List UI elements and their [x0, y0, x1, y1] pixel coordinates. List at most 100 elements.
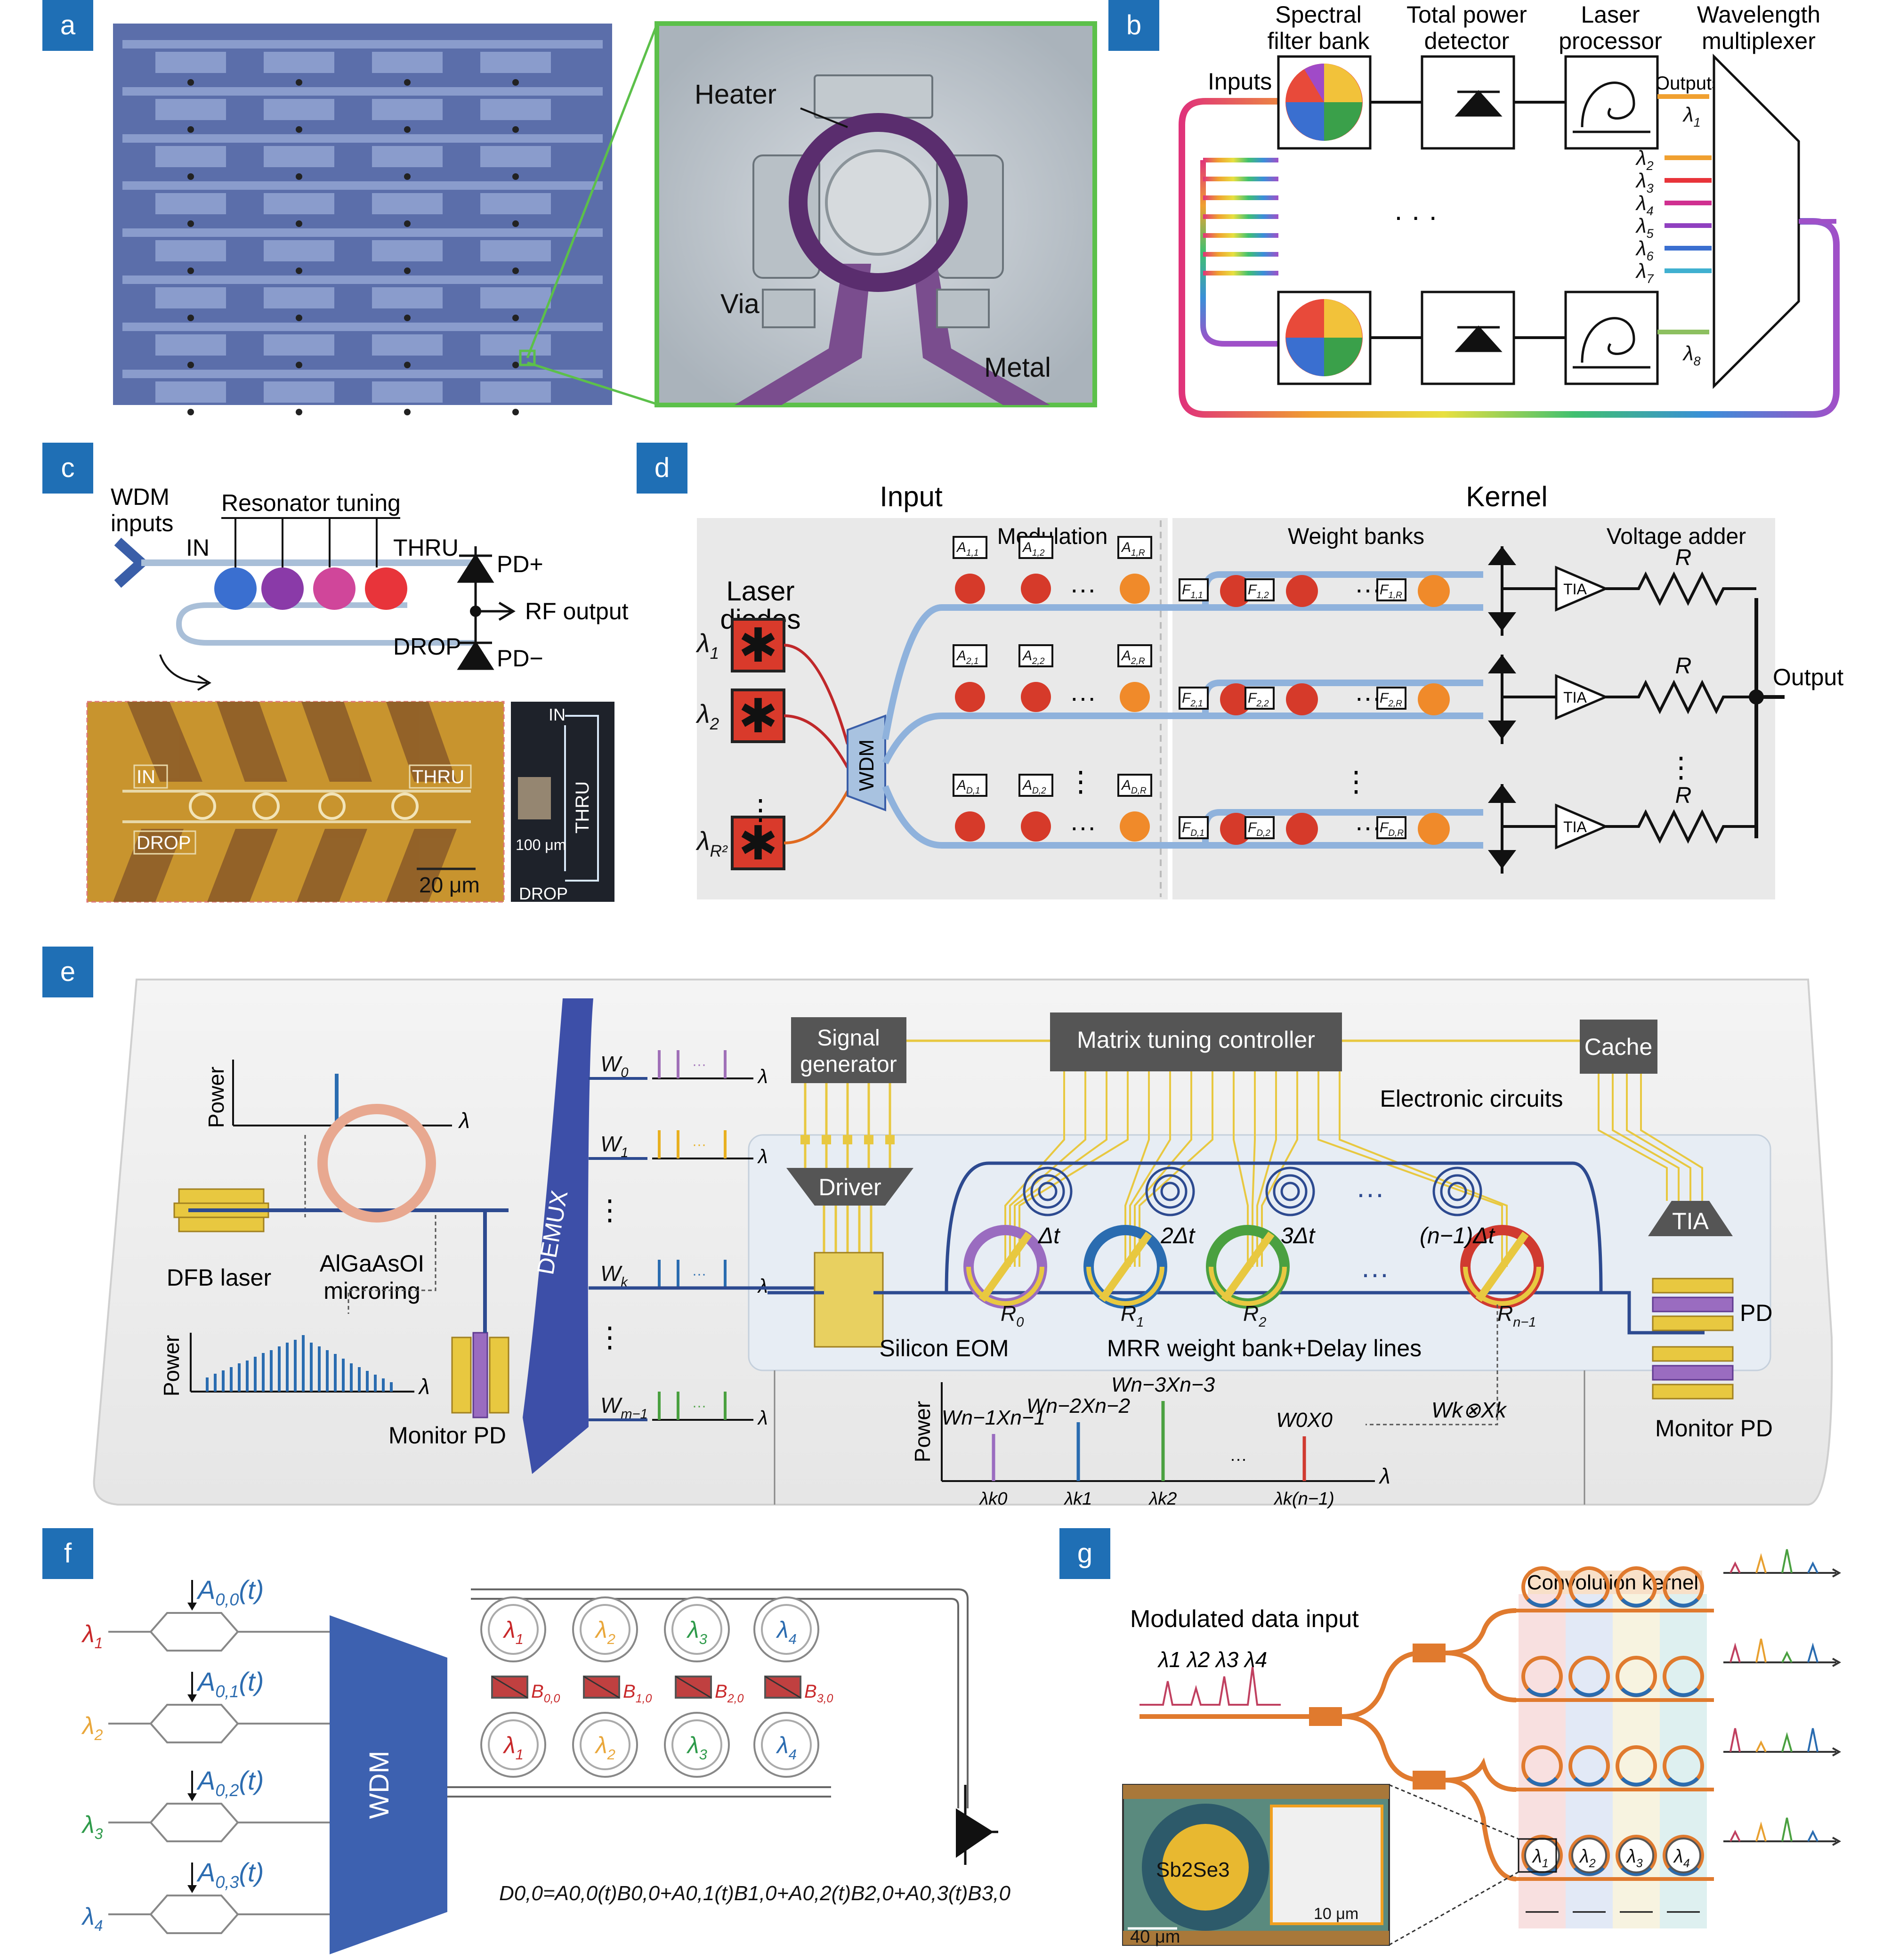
mod-row-ellipsis: ··· [1070, 812, 1096, 842]
photodiode-icon [1488, 784, 1516, 803]
splitter [1413, 1771, 1446, 1790]
modulator-label: A2,R [1121, 648, 1145, 666]
laser-star-icon: ✱ [738, 619, 778, 672]
mrr-heater [1463, 1228, 1541, 1306]
lambda-label: λ7 [1635, 259, 1654, 286]
signal-generator [791, 1017, 906, 1083]
output-pulse [1755, 1821, 1767, 1842]
filter-bank-top [1277, 55, 1372, 150]
mrr-heater [1209, 1228, 1287, 1306]
ring-marker [512, 79, 519, 86]
heater-arrow [800, 107, 848, 128]
chip-electrode [264, 381, 334, 403]
ring-marker [512, 173, 519, 180]
modulator-ring [1021, 682, 1051, 712]
pcm-segment [1527, 1598, 1558, 1608]
weight-label: B0,0 [531, 1681, 560, 1705]
output-pulse [1807, 1830, 1818, 1842]
output-pulse [1781, 1651, 1793, 1663]
filter-box [1245, 578, 1275, 601]
channel-label: W1 [600, 1132, 629, 1160]
mod-row-ellipsis: ··· [1070, 574, 1096, 604]
wdm-label: WDM [855, 739, 878, 791]
photo-in-label: IN [137, 767, 155, 787]
weight-row-ellipsis: ··· [1355, 574, 1381, 604]
chip-electrode [264, 146, 334, 167]
ring-inner [580, 1604, 630, 1655]
matrix-tuning-controller [1050, 1012, 1342, 1071]
filter-box [1376, 816, 1406, 839]
ring-outer [753, 1712, 819, 1778]
filter-box [1376, 578, 1406, 601]
ring-marker [512, 315, 519, 321]
modulator-ring [955, 811, 985, 842]
panel-label-g: g [1059, 1528, 1110, 1579]
weight-hatch [675, 1676, 711, 1699]
tia-triangle [1555, 566, 1609, 612]
channel-dots: ··· [692, 1398, 706, 1414]
mrr-heater-bar [1221, 1231, 1275, 1302]
wdm-label-f: WDM [364, 1751, 395, 1819]
monitor-pd-left-label: Monitor PD [388, 1422, 506, 1449]
filter-label: F1,2 [1248, 582, 1269, 600]
pd-plus-label: PD+ [497, 551, 543, 577]
ring-inner [761, 1719, 812, 1770]
filter-bank-bottom [1277, 291, 1372, 385]
chip-electrode [155, 146, 226, 167]
controller-wire [1252, 1071, 1256, 1267]
output-pulse [1807, 1728, 1818, 1752]
panel-label-f: f [42, 1528, 93, 1579]
wdm-block [847, 714, 886, 811]
input-lambda-label: λ1 [81, 1620, 103, 1652]
mzm [149, 1704, 239, 1743]
chip-electrode [155, 52, 226, 73]
phase-portrait-icon [1573, 81, 1650, 133]
photodetector-icon [956, 1808, 994, 1858]
delay-spiral [1153, 1174, 1188, 1209]
ring-marker [296, 315, 302, 321]
ring-label: Rn−1 [1497, 1301, 1536, 1330]
ring-lambda-label: λ4 [776, 1732, 797, 1763]
laser-diodes: ✱λ1✱λ2✱λR² [695, 618, 849, 870]
wire-pad [822, 1135, 831, 1144]
silicon-eom-label: Silicon EOM [879, 1335, 1009, 1361]
ring-marker [187, 220, 194, 227]
split-branch [1445, 1758, 1517, 1792]
weight-ring [1286, 575, 1318, 607]
chip-electrode [480, 193, 551, 214]
laser-diode [731, 688, 785, 743]
cache-wire [1640, 1074, 1703, 1201]
filter-label: FD,2 [1248, 820, 1270, 838]
chip-electrode [372, 240, 443, 261]
filter-label: F2,1 [1182, 690, 1203, 709]
ring-lambda-label: λ3 [686, 1732, 707, 1763]
delay-spiral [1440, 1174, 1475, 1209]
chip-bus-line [122, 275, 603, 284]
chip-row-pattern [122, 40, 603, 415]
pd-right [1652, 1296, 1734, 1312]
ring-marker [404, 315, 411, 321]
pcm-segment [1668, 1687, 1699, 1697]
channel-label: W0 [600, 1052, 629, 1080]
modulator-box [1018, 644, 1053, 667]
output-pulse [1729, 1561, 1741, 1573]
photodiode-icon [1488, 655, 1516, 673]
resistor-label: R [1675, 654, 1692, 679]
ring-marker [404, 126, 411, 133]
resonator-tuning-label: Resonator tuning [221, 490, 401, 516]
mod-arrowhead [187, 1793, 197, 1801]
chip-electrode [372, 287, 443, 308]
row-waveguide [882, 713, 1483, 765]
controller-wire [1233, 1071, 1249, 1267]
ring-marker [404, 173, 411, 180]
delay-ellipsis: ··· [1356, 1178, 1384, 1209]
chip-electrode [155, 193, 226, 214]
scale-10-label: 10 μm [1314, 1905, 1358, 1923]
weight-label: B2,0 [715, 1681, 744, 1705]
modulator-label: AD,R [1121, 778, 1147, 796]
wire-pad [885, 1135, 895, 1144]
wkxk-label: Wk⊗Xk [1431, 1398, 1507, 1422]
